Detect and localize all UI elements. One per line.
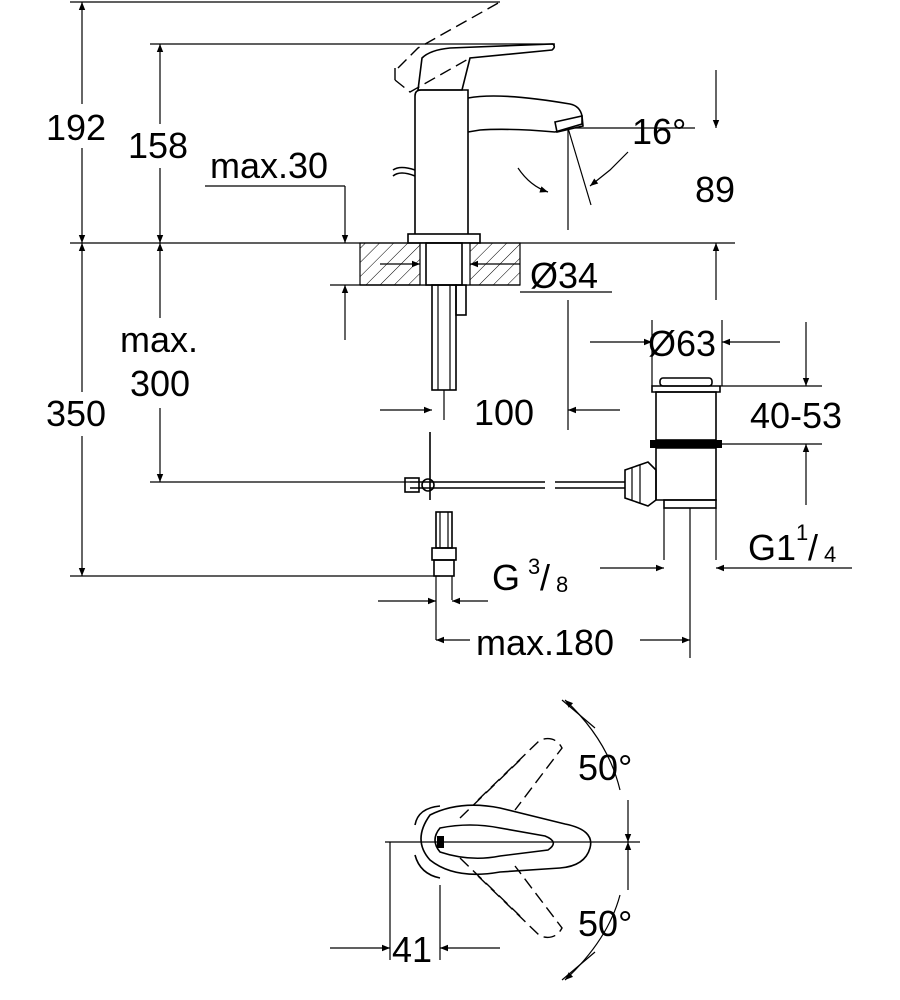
- offset-100-label: 100: [474, 392, 534, 433]
- reference-lines: [70, 1, 735, 577]
- dim-100: 100: [380, 300, 620, 433]
- angle-16-label: 16°: [632, 111, 686, 152]
- svg-text:/: /: [808, 527, 818, 568]
- angle-16: 16°: [517, 111, 695, 193]
- supply-thread-num: 3: [528, 554, 540, 579]
- dim-max300: max. 300: [115, 243, 215, 482]
- range-40-53-label: 40-53: [750, 395, 842, 436]
- waste-assembly: [624, 377, 722, 560]
- height-192-label: 192: [46, 107, 106, 148]
- svg-text:/: /: [540, 557, 550, 598]
- deck-max-label: max.30: [210, 145, 328, 186]
- reach-180-label: max.180: [476, 622, 614, 663]
- waste-thread-num: 1: [796, 520, 808, 545]
- dim-350: 350: [40, 243, 120, 576]
- popup-rod: [404, 432, 625, 500]
- height-89-label: 89: [695, 169, 735, 210]
- height-158-label: 158: [128, 125, 188, 166]
- supply-thread-label: G: [492, 557, 520, 598]
- waste-thread-den: 4: [824, 542, 836, 567]
- angle-50-arcs: 50° 50°: [564, 699, 632, 981]
- max300-line1: max.: [120, 319, 198, 360]
- dim-g38: G 3 / 8: [378, 554, 568, 605]
- angle-50-up-label: 50°: [578, 747, 632, 788]
- faucet-body: [392, 1, 592, 244]
- dim-89: 89: [695, 70, 735, 300]
- dim-158: 158: [125, 44, 197, 243]
- diameter-34-label: Ø34: [530, 255, 598, 296]
- dim-40-53: 40-53: [720, 322, 842, 505]
- shank-and-hoses: [425, 242, 467, 420]
- dim-d34: Ø34: [380, 255, 612, 296]
- diameter-63-label: Ø63: [648, 323, 716, 364]
- supply-thread-den: 8: [556, 572, 568, 597]
- angle-50-down-label: 50°: [578, 903, 632, 944]
- dim-max30: max.30: [205, 145, 420, 340]
- top-view: [385, 699, 640, 981]
- supply-connector: [431, 511, 457, 640]
- waste-thread-label: G1: [748, 527, 796, 568]
- dim-192: 192: [40, 2, 120, 243]
- width-41-label: 41: [392, 929, 432, 970]
- dim-max180: max.180: [436, 508, 691, 663]
- dim-g114: G1 1 / 4: [600, 520, 852, 572]
- depth-350-label: 350: [46, 393, 106, 434]
- max300-line2: 300: [130, 363, 190, 404]
- dim-d63: Ø63: [590, 320, 780, 386]
- dim-41: 41: [330, 929, 500, 970]
